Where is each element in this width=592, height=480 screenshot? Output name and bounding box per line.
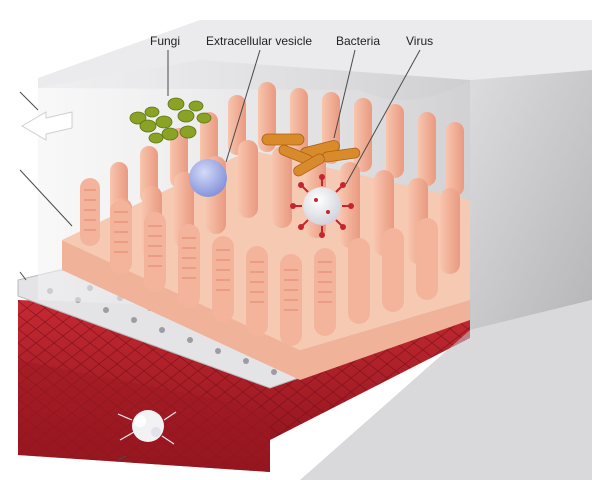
- label-extracellular-vesicle: Extracellular vesicle: [206, 34, 312, 48]
- virus-particle: [290, 174, 354, 238]
- label-fungi: Fungi: [150, 34, 180, 48]
- label-bacteria: Bacteria: [336, 34, 380, 48]
- chamber-side-wall: [470, 70, 592, 330]
- label-virus: Virus: [406, 34, 433, 48]
- extracellular-vesicle: [189, 159, 227, 197]
